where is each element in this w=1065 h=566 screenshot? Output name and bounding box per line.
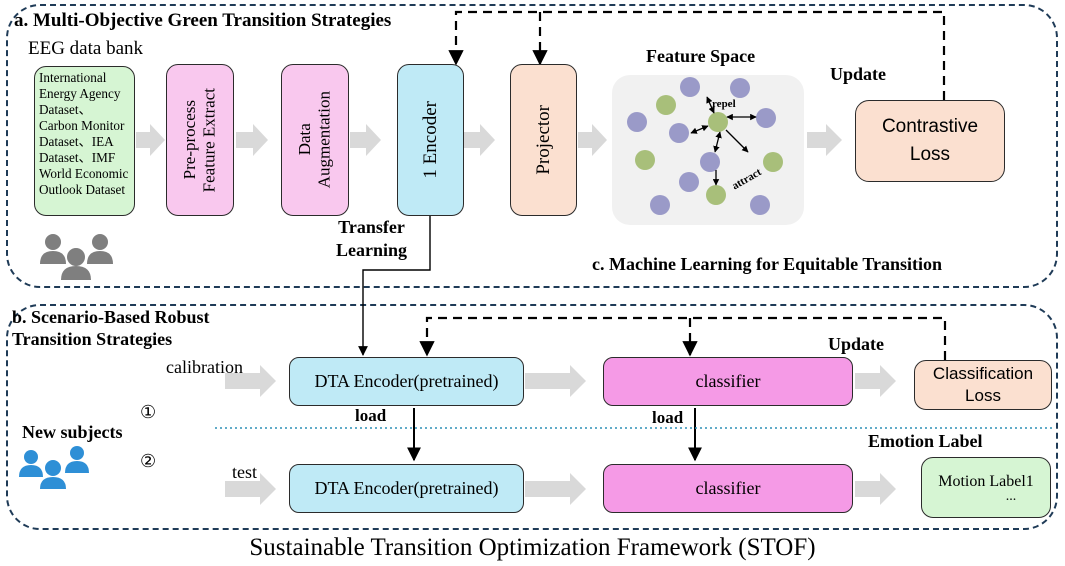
classification-loss-box: Classification Loss [914, 360, 1052, 410]
feedback-loop-a [448, 10, 946, 100]
feedback-loop-b [419, 316, 947, 360]
people-icon-gray [40, 234, 113, 280]
framework-title: Sustainable Transition Optimization Fram… [249, 534, 816, 561]
panel-b-title: b. Scenario-Based Robust Transition Stra… [12, 307, 210, 349]
eeg-data-bank-label: EEG data bank [28, 38, 144, 59]
dta-encoder-bottom: DTA Encoder(pretrained) [289, 464, 524, 513]
dataset-list-box: International Energy Agency Dataset、Carb… [34, 66, 135, 216]
dta-encoder-top: DTA Encoder(pretrained) [289, 357, 524, 406]
classifier-bottom-label: classifier [695, 478, 761, 498]
emotion-label-title: Emotion Label [868, 431, 983, 451]
step-2-marker: ② [140, 451, 157, 472]
dta-encoder-top-label: DTA Encoder(pretrained) [314, 371, 499, 391]
dta-encoder-bottom-label: DTA Encoder(pretrained) [314, 478, 499, 498]
motion-label-ellipsis: ... [1005, 488, 1017, 504]
test-label: test [232, 462, 257, 482]
contrastive-loss-label: Contrastive Loss [881, 116, 979, 165]
projector-box: Projector [510, 64, 577, 216]
preprocess-label: Pre-process Feature Extract [180, 87, 219, 193]
step-1-marker: ① [140, 402, 157, 423]
classifier-bottom: classifier [603, 464, 853, 513]
feature-points [627, 77, 783, 215]
classifier-top: classifier [603, 357, 853, 406]
classification-loss-label: Classification Loss [932, 364, 1034, 405]
classifier-top-label: classifier [695, 371, 761, 391]
panel-a-title: a. Multi-Objective Green Transition Stra… [14, 10, 392, 31]
people-icon-blue [19, 446, 89, 489]
update-label-b: Update [828, 334, 885, 354]
feature-space-panel [612, 75, 804, 225]
dataset-list-text: International Energy Agency Dataset、Carb… [39, 70, 129, 197]
load-label-right: load [652, 408, 684, 427]
preprocess-box: Pre-process Feature Extract [166, 64, 234, 216]
transfer-learning-connector [358, 216, 431, 356]
new-subjects-label: New subjects [22, 422, 123, 442]
feature-space-title: Feature Space [646, 46, 756, 66]
augmentation-box: Data Augmentation [281, 64, 349, 216]
section-c-title: c. Machine Learning for Equitable Transi… [592, 254, 943, 274]
encoder-box: 1 Encoder [397, 64, 464, 216]
panel-a [6, 4, 1058, 288]
transfer-learning-label: Transfer Learning [336, 217, 408, 260]
load-label-left: load [355, 406, 387, 425]
repel-attract-arrows [690, 96, 757, 186]
contrastive-loss-box: Contrastive Loss [855, 100, 1005, 182]
calibration-label: calibration [166, 357, 243, 377]
encoder-label: 1 Encoder [419, 101, 441, 179]
augmentation-label: Data Augmentation [295, 91, 334, 189]
repel-label: repel [712, 98, 736, 110]
flow-arrows-panel-b [225, 365, 896, 505]
projector-label: Projector [532, 105, 554, 175]
flow-arrows-panel-a [136, 124, 842, 156]
motion-label-box: Motion Label1 ... [921, 457, 1051, 518]
update-label-a: Update [830, 64, 887, 84]
motion-label-text: Motion Label1 [938, 472, 1034, 490]
panel-b [6, 304, 1058, 530]
